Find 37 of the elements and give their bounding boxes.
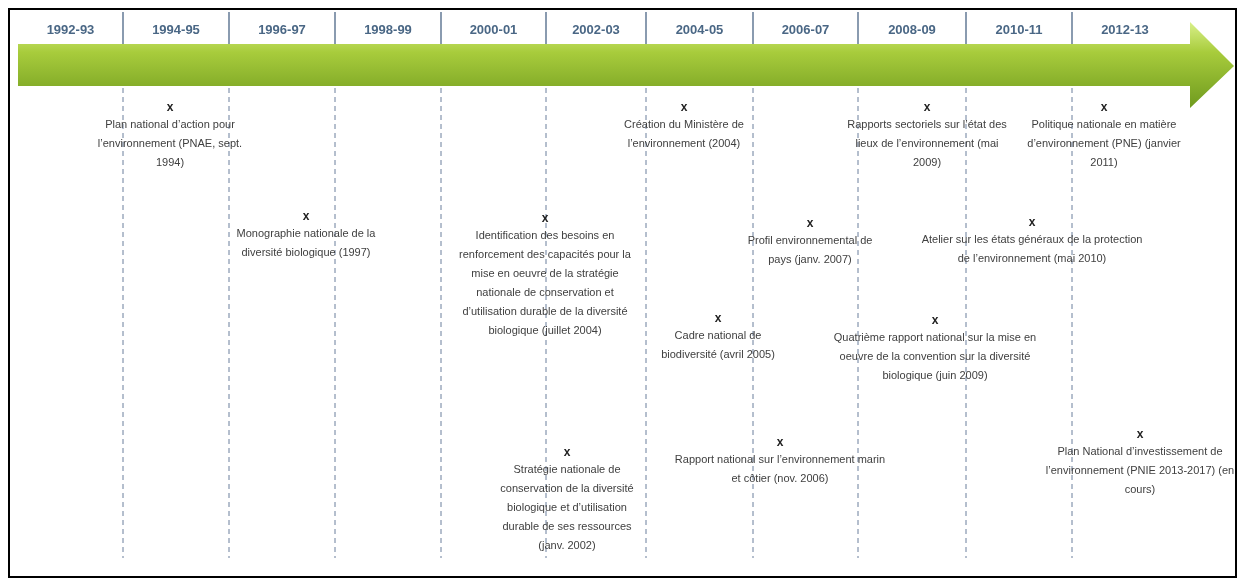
event-marker: x — [541, 210, 549, 226]
event-marker: x — [1136, 426, 1144, 442]
event-marker: x — [931, 312, 939, 328]
event-description: Plan National d’investissement de l’environnement (PNIE 2013-2017) (en cours) — [1044, 444, 1236, 497]
event-marker: x — [806, 215, 814, 231]
event-marker: x — [680, 99, 688, 115]
event-description: Atelier sur les états généraux de la protection de l’environnement (mai 2010) — [920, 232, 1144, 266]
event-description: Identification des besoins en renforcement des capacités pour la mise en oeuvre de la stratégie nationale de conservation et d’utilisation durable de la diversité biologique (juillet 2004) — [459, 228, 631, 338]
event-description: Stratégie nationale de conservation de la diversité biologique et d’utilisation durable de ses ressources (janv. 2002) — [499, 462, 635, 553]
year-label: 1994-95 — [151, 21, 201, 39]
event-description: Plan national d’action pour l’environnement (PNAE, sept. 1994) — [96, 117, 244, 170]
event-description: Cadre national de biodiversité (avril 2005) — [660, 328, 776, 362]
year-label: 2006-07 — [780, 21, 831, 39]
year-label: 2008-09 — [887, 21, 937, 39]
event-marker: x — [714, 310, 722, 326]
event-description: Quatrième rapport national sur la mise en oeuvre de la convention sur la diversité biologique (juin 2009) — [832, 330, 1038, 383]
year-label: 2012-13 — [1100, 21, 1150, 39]
event-marker: x — [1028, 214, 1036, 230]
event-description: Rapport national sur l’environnement marin et côtier (nov. 2006) — [673, 452, 887, 486]
event-description: Création du Ministère de l’environnement (2004) — [623, 117, 745, 151]
event-marker: x — [563, 444, 571, 460]
event-description: Politique nationale en matière d’environnement (PNE) (janvier 2011) — [1026, 117, 1182, 170]
event-description: Rapports sectoriels sur l’état des lieux de l’environnement (mai 2009) — [847, 117, 1007, 170]
event-marker: x — [302, 208, 310, 224]
year-label: 2002-03 — [571, 21, 621, 39]
event-marker: x — [166, 99, 174, 115]
year-label: 1998-99 — [363, 21, 413, 39]
event-description: Monographie nationale de la diversité biologique (1997) — [235, 226, 377, 260]
event-marker: x — [1100, 99, 1108, 115]
year-label: 1996-97 — [257, 21, 307, 39]
event-marker: x — [776, 434, 784, 450]
event-description: Profil environnemental de pays (janv. 2007) — [746, 233, 874, 267]
year-label: 1992-93 — [45, 21, 96, 39]
year-label: 2004-05 — [674, 21, 725, 39]
year-label: 2010-11 — [994, 21, 1044, 39]
event-marker: x — [923, 99, 931, 115]
year-label: 2000-01 — [468, 21, 519, 39]
